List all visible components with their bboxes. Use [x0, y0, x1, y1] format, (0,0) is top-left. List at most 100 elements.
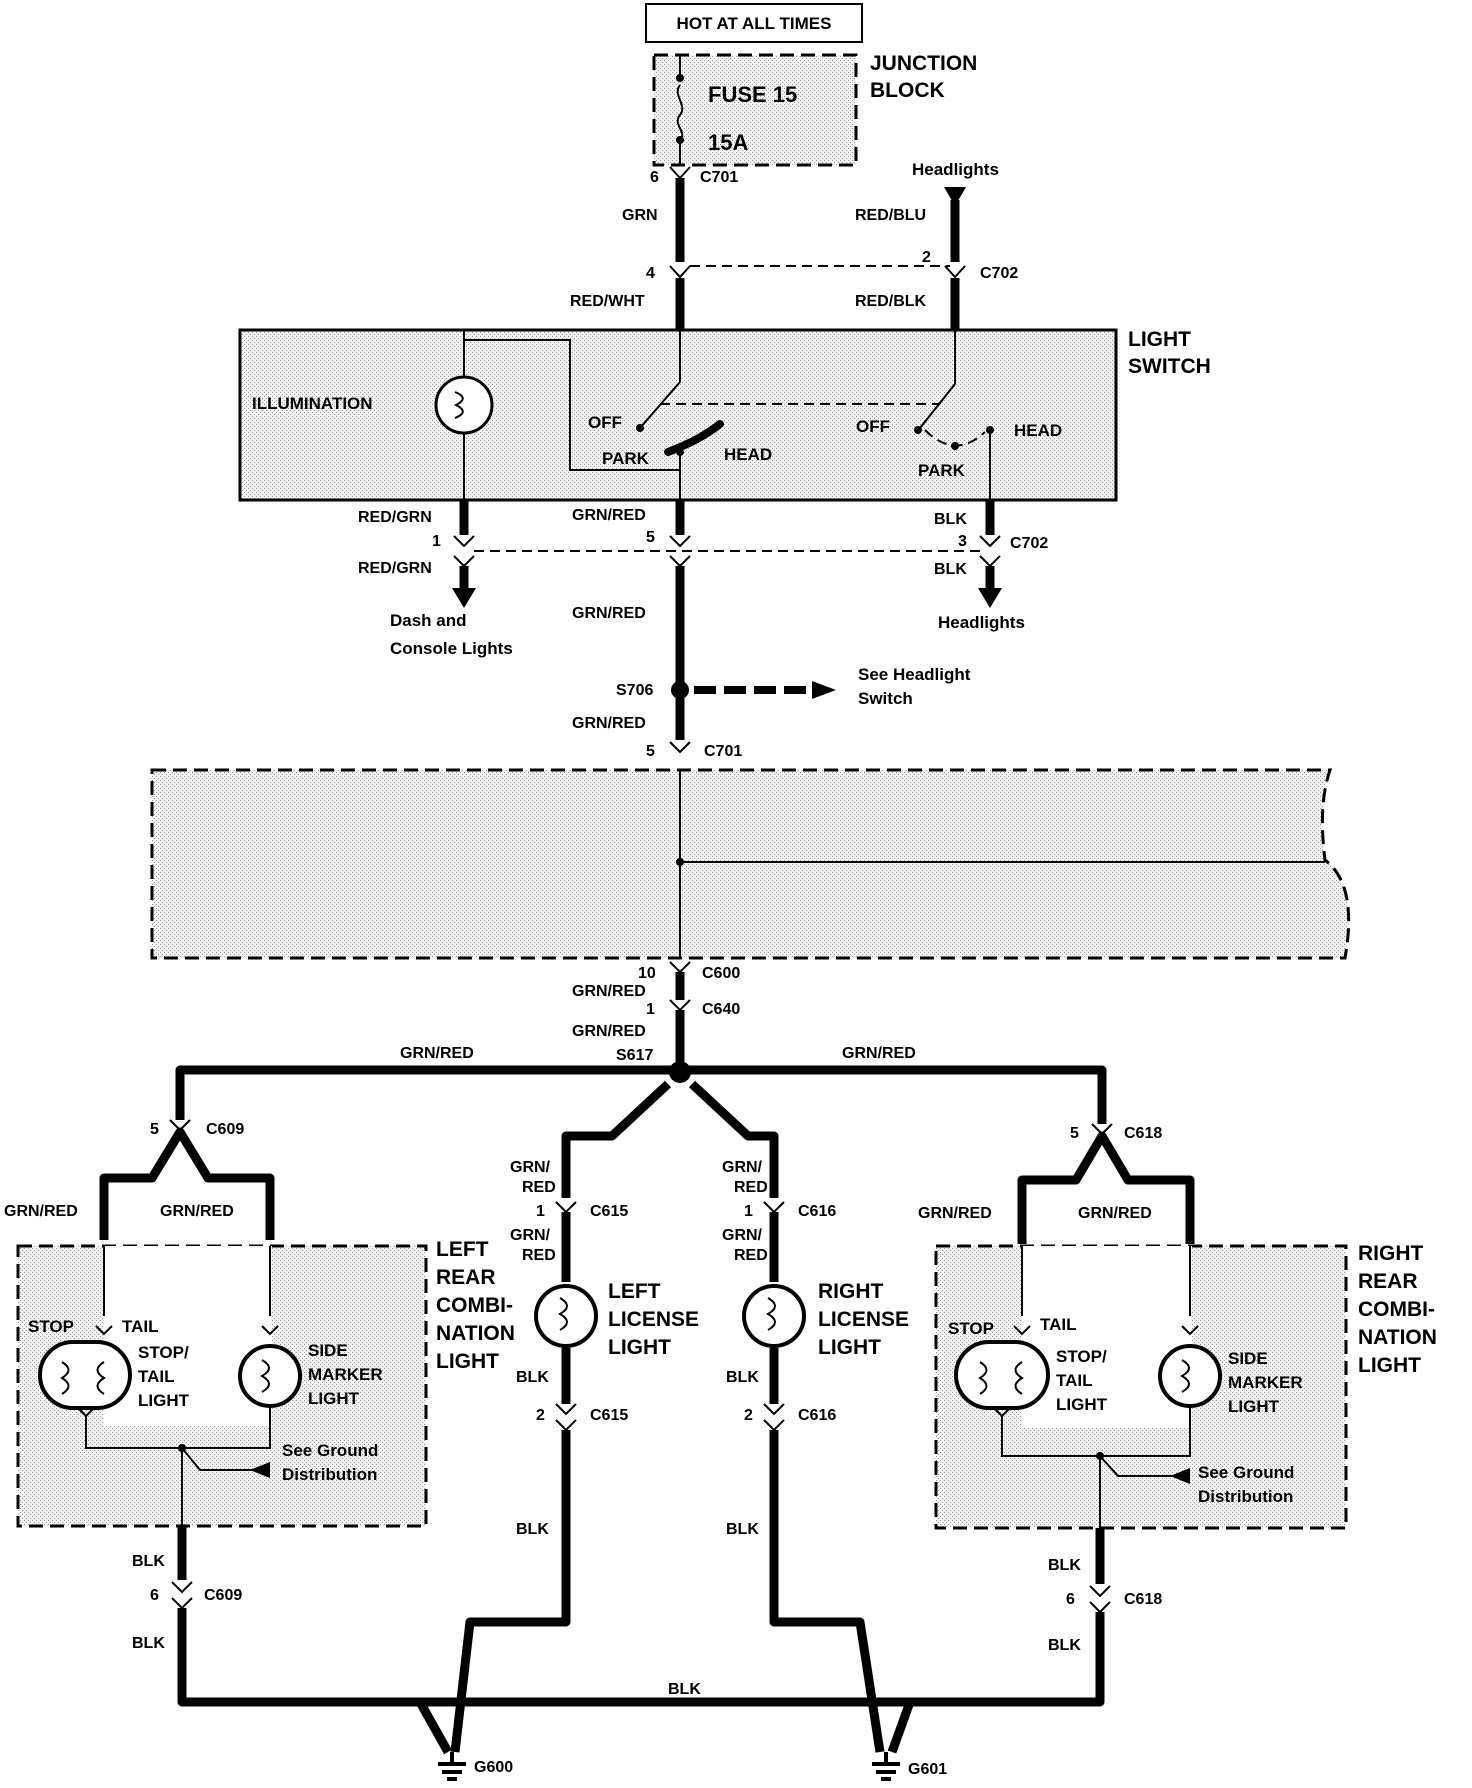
c615-label-bottom: C615 [590, 1407, 628, 1424]
right-stop-tail-label-2: TAIL [1056, 1371, 1093, 1390]
right-license-label-3: LIGHT [818, 1336, 881, 1359]
light-switch-label-1: LIGHT [1128, 328, 1191, 351]
c-pin-5-switch: 5 [646, 529, 655, 546]
right-license-label-2: LICENSE [818, 1308, 909, 1331]
see-headlight-switch-1: See Headlight [858, 665, 971, 684]
c701-label-top: C701 [700, 169, 738, 186]
c609-label-bottom: C609 [204, 1587, 242, 1604]
right-tail-label: TAIL [1040, 1315, 1077, 1334]
wire-red-grn-label-bottom: RED/GRN [358, 560, 432, 577]
c640-label: C640 [702, 1001, 740, 1018]
wire-blk-label-lic-r-2: BLK [726, 1521, 759, 1538]
wire-grn-label: GRN [622, 207, 658, 224]
g600-label: G600 [474, 1759, 513, 1776]
illumination-bulb [434, 375, 494, 435]
right-park-label: PARK [918, 461, 966, 480]
left-tail-label: TAIL [122, 1317, 159, 1336]
wire-blk-label-lic-l-2: BLK [516, 1521, 549, 1538]
headlights-input-arrow [944, 187, 966, 206]
illumination-label: ILLUMINATION [252, 394, 373, 413]
left-switch-off-contact [636, 424, 644, 432]
wire-blk-label-lic-l-1: BLK [516, 1369, 549, 1386]
right-switch-off-contact [914, 426, 922, 434]
c702-pin-3: 3 [958, 533, 967, 550]
wire-grn-slash-label-lic-l-2: GRN/ [510, 1227, 551, 1244]
c640-pin-1: 1 [646, 1001, 655, 1018]
s617-label: S617 [616, 1047, 653, 1064]
wire-grn-red-label-stop: GRN/RED [4, 1203, 78, 1220]
connector-c615-top-arrow [555, 1201, 577, 1214]
left-rear-label-1: LEFT [436, 1238, 489, 1261]
left-ground-arrow [250, 1462, 270, 1478]
c618-label-top: C618 [1124, 1125, 1162, 1142]
left-head-label: HEAD [724, 445, 772, 464]
connector-pin1-arrow [453, 535, 475, 568]
left-rear-label-2: REAR [436, 1266, 496, 1289]
left-license-label-1: LEFT [608, 1280, 661, 1303]
right-license-bulb [742, 1284, 806, 1348]
left-stop-tail-bulb [38, 1340, 132, 1410]
right-side-marker-label-3: LIGHT [1228, 1397, 1280, 1416]
headlights-input-label: Headlights [912, 160, 999, 179]
wire-grn-red-label-left: GRN/RED [400, 1045, 474, 1062]
c701-pin-5: 5 [646, 743, 655, 760]
right-off-label: OFF [856, 417, 890, 436]
c616-pin-2: 2 [744, 1407, 753, 1424]
hot-at-all-times-box [645, 3, 863, 43]
c702-pin-4: 4 [646, 265, 655, 282]
wire-grn-red-left-license [561, 1080, 672, 1198]
left-rear-inner-panel [104, 1246, 272, 1426]
wire-grn-red-label-side: GRN/RED [160, 1203, 234, 1220]
right-stop-tail-label-3: LIGHT [1056, 1395, 1108, 1414]
right-license-label-1: RIGHT [818, 1280, 884, 1303]
wire-grn-red-left-rear [175, 1065, 680, 1120]
connector-c702-pin2-arrow [944, 265, 966, 279]
wire-blk-label-ground: BLK [668, 1681, 701, 1698]
right-side-marker-label-2: MARKER [1228, 1373, 1303, 1392]
c615-pin-1: 1 [536, 1203, 545, 1220]
right-stop-label: STOP [948, 1319, 994, 1338]
c600-pin-10: 10 [638, 965, 656, 982]
c616-label-top: C616 [798, 1203, 836, 1220]
wire-blk-label-c618-bottom: BLK [1048, 1637, 1081, 1654]
harness-box [150, 768, 1351, 960]
right-head-label: HEAD [1014, 421, 1062, 440]
c616-label-bottom: C616 [798, 1407, 836, 1424]
left-side-marker-label-2: MARKER [308, 1365, 383, 1384]
c618-label-bottom: C618 [1124, 1591, 1162, 1608]
dash-lights-arrow [452, 588, 476, 608]
left-license-label-2: LICENSE [608, 1308, 699, 1331]
wire-grn-red-right-split [1017, 1131, 1195, 1244]
wire-red-label-lic-l-1: RED [522, 1179, 556, 1196]
c702-pin-2: 2 [922, 249, 931, 266]
wire-blk-label-bottom: BLK [934, 561, 967, 578]
wire-red-wht-label: RED/WHT [570, 293, 645, 310]
g601-label: G601 [908, 1761, 947, 1778]
c618-pin-6: 6 [1066, 1591, 1075, 1608]
right-see-ground-2: Distribution [1198, 1487, 1293, 1506]
wire-blk-label-c618-top: BLK [1048, 1557, 1081, 1574]
junction-block-label-1: JUNCTION [870, 52, 977, 75]
wire-red-label-lic-r-1: RED [734, 1179, 768, 1196]
fuse-15-symbol [676, 84, 684, 141]
connector-c600-arrow [669, 961, 691, 974]
wire-grn-red-left-split [99, 1127, 275, 1240]
right-switch-blade [919, 383, 956, 429]
see-headlight-switch-2: Switch [858, 689, 913, 708]
connector-c609-bottom-arrow [171, 1581, 193, 1610]
c609-pin-6: 6 [150, 1587, 159, 1604]
left-see-ground-2: Distribution [282, 1465, 377, 1484]
wire-grn-red-label-c600: GRN/RED [572, 983, 646, 1000]
left-rear-label-5: LIGHT [436, 1350, 499, 1373]
hot-at-all-times-label: HOT AT ALL TIMES [677, 14, 832, 33]
right-stop-tail-bulb [954, 1340, 1050, 1410]
wire-blk-label-c609-bottom: BLK [132, 1635, 165, 1652]
right-switch-arc [924, 429, 986, 447]
connector-c702-pin4-arrow [669, 265, 691, 279]
connector-pin3-arrow [979, 535, 1001, 568]
connector-c618-bottom-arrow [1089, 1585, 1111, 1614]
left-side-marker-label-3: LIGHT [308, 1389, 360, 1408]
right-rear-label-4: NATION [1358, 1326, 1437, 1349]
left-stop-tail-label-1: STOP/ [138, 1343, 189, 1362]
